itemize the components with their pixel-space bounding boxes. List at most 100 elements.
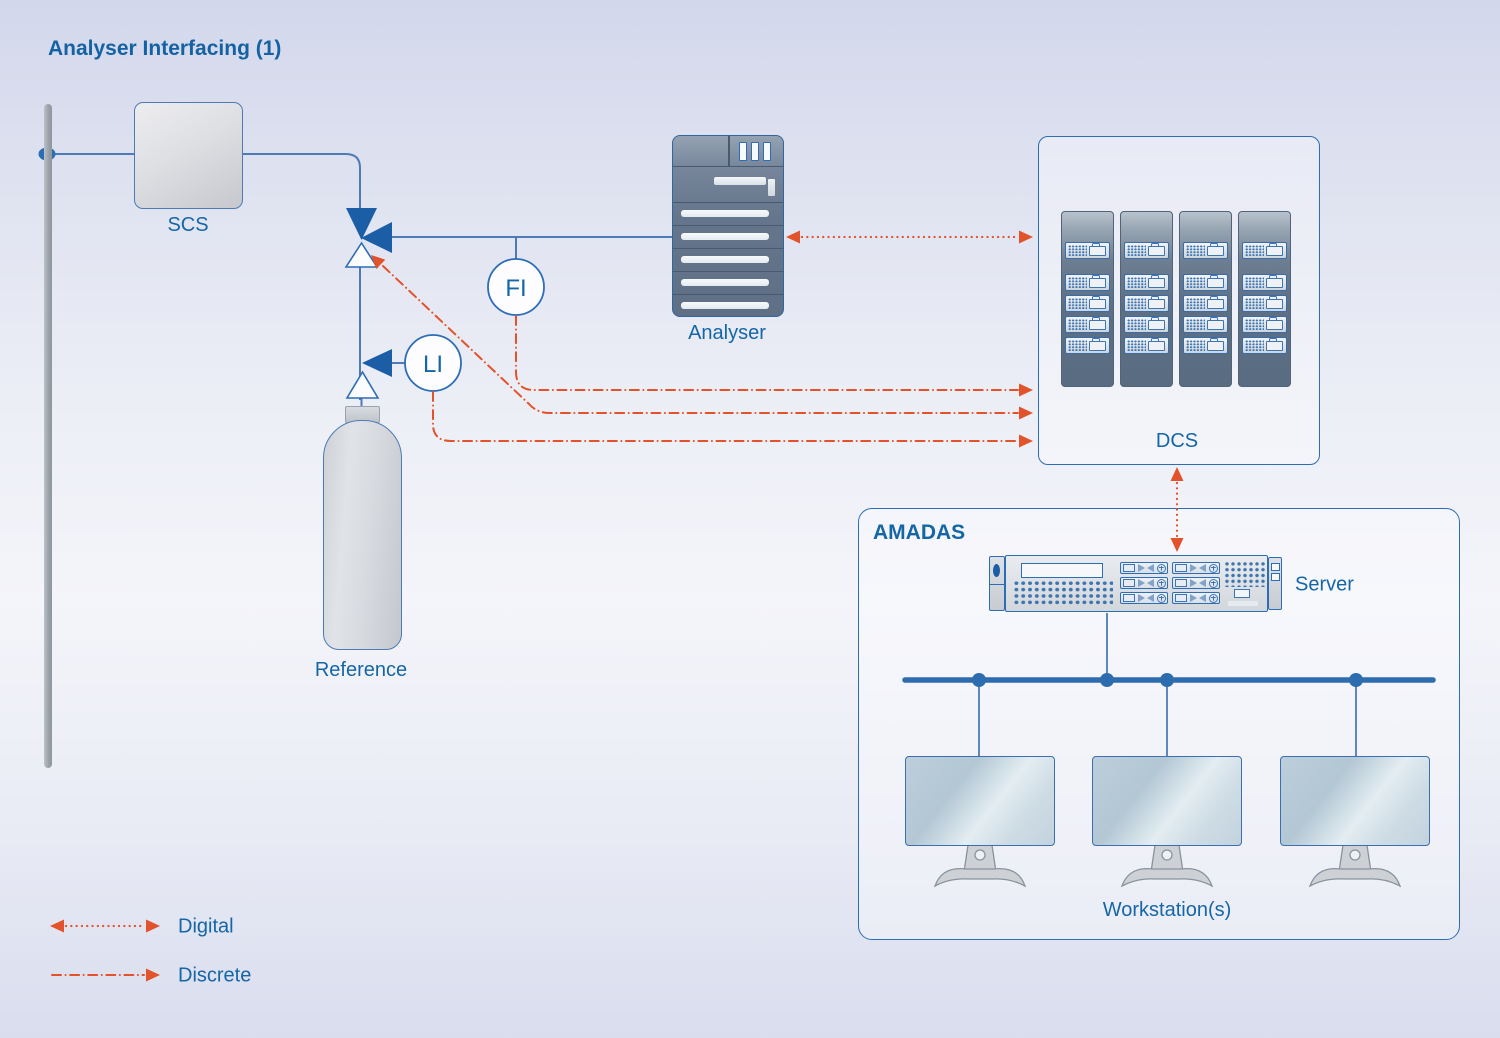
analyser-cabinet (672, 135, 784, 317)
unit-folder-icon (1266, 296, 1283, 309)
valve-right-triangle (361, 222, 392, 253)
dcs-rack (1061, 211, 1114, 387)
unit-folder-icon (1207, 338, 1224, 351)
dcs-rack-unit (1242, 242, 1287, 259)
analyser-module (673, 271, 783, 294)
drive-bay-fan-icon (1209, 578, 1218, 588)
dcs-rack-unit (1065, 337, 1110, 354)
legend-digital-label: Digital (178, 915, 234, 938)
sample-feed-pipe (44, 104, 52, 768)
unit-grid-icon (1245, 277, 1264, 288)
drive-bay-latch-icon (1190, 564, 1206, 572)
unit-grid-icon (1068, 277, 1087, 288)
three-way-valve (344, 208, 392, 268)
server-ear-button (1271, 563, 1281, 571)
analyser-module-bar (681, 256, 769, 263)
fi-instrument-label: FI (505, 275, 526, 302)
unit-folder-icon (1266, 317, 1283, 330)
dcs-rack-unit (1183, 242, 1228, 259)
drive-bay-latch-icon (1190, 594, 1206, 602)
dcs-rack-unit (1242, 337, 1287, 354)
unit-folder-icon (1089, 338, 1106, 351)
unit-folder-icon (1148, 275, 1165, 288)
unit-grid-icon (1186, 277, 1205, 288)
dcs-rack-unit (1124, 274, 1169, 291)
unit-folder-icon (1148, 338, 1165, 351)
server-left-ear (989, 556, 1005, 611)
server-bottom-bar (1228, 601, 1258, 606)
analyser-module (673, 248, 783, 271)
analyser-module-bar (681, 302, 769, 309)
drive-bay-fan-icon (1209, 563, 1218, 573)
drive-bay-fan-icon (1209, 593, 1218, 603)
page-title: Analyser Interfacing (1) (48, 37, 282, 60)
dcs-rack-unit (1242, 316, 1287, 333)
dcs-rack-unit (1124, 295, 1169, 312)
drive-bay-slot (1175, 594, 1187, 602)
unit-grid-icon (1186, 340, 1205, 351)
analyser-display-bar (714, 177, 766, 185)
dcs-rack-unit (1124, 242, 1169, 259)
reference-valve (345, 349, 392, 399)
unit-grid-icon (1245, 245, 1264, 256)
workstation-monitor (1280, 756, 1430, 846)
unit-folder-icon (1207, 296, 1224, 309)
dcs-rack-unit (1183, 295, 1228, 312)
analyser-module-bar (681, 279, 769, 286)
unit-grid-icon (1186, 245, 1205, 256)
scs-label: SCS (167, 214, 209, 236)
unit-grid-icon (1127, 298, 1146, 309)
unit-grid-icon (1127, 319, 1146, 330)
drive-bay-fan-icon (1157, 578, 1166, 588)
amadas-server (989, 555, 1282, 613)
unit-grid-icon (1068, 340, 1087, 351)
server-drive-bay (1120, 592, 1168, 604)
unit-grid-icon (1186, 298, 1205, 309)
analyser-module (673, 202, 783, 225)
dcs-rack (1120, 211, 1173, 387)
drive-bay-slot (1123, 594, 1135, 602)
unit-grid-icon (1068, 298, 1087, 309)
reference-cylinder (323, 420, 402, 650)
unit-grid-icon (1245, 340, 1264, 351)
analyser-label: Analyser (688, 322, 766, 344)
reference-label: Reference (314, 659, 408, 681)
analyser-slots (739, 142, 771, 161)
unit-grid-icon (1127, 340, 1146, 351)
dcs-rack-unit (1124, 316, 1169, 333)
analyser-module (673, 294, 783, 316)
unit-folder-icon (1089, 243, 1106, 256)
drive-bay-slot (1175, 579, 1187, 587)
server-label: Server (1295, 573, 1354, 596)
unit-grid-icon (1068, 319, 1087, 330)
analyser-top-row (673, 136, 783, 166)
analyser-divider (728, 136, 730, 166)
unit-grid-icon (1186, 319, 1205, 330)
drive-bay-fan-icon (1157, 563, 1166, 573)
unit-folder-icon (1266, 275, 1283, 288)
analyser-slot (763, 142, 771, 161)
analyser-side-bar (768, 179, 775, 196)
server-body (1005, 555, 1268, 612)
dcs-rack-unit (1183, 337, 1228, 354)
server-drive-bay (1120, 577, 1168, 589)
analyser-slot (739, 142, 747, 161)
drive-bay-latch-icon (1190, 579, 1206, 587)
unit-grid-icon (1127, 245, 1146, 256)
unit-folder-icon (1089, 317, 1106, 330)
drive-bay-slot (1123, 564, 1135, 572)
drive-bay-latch-icon (1138, 594, 1154, 602)
server-drive-bay (1120, 562, 1168, 574)
unit-folder-icon (1266, 243, 1283, 256)
unit-grid-icon (1068, 245, 1087, 256)
amadas-label: AMADAS (873, 521, 966, 544)
dcs-rack-unit (1065, 316, 1110, 333)
analyser-module-bar (681, 233, 769, 240)
dcs-rack-unit (1242, 295, 1287, 312)
server-port (1234, 589, 1250, 598)
drive-bay-slot (1175, 564, 1187, 572)
unit-folder-icon (1089, 275, 1106, 288)
server-ear-button (1271, 573, 1281, 581)
unit-grid-icon (1245, 298, 1264, 309)
